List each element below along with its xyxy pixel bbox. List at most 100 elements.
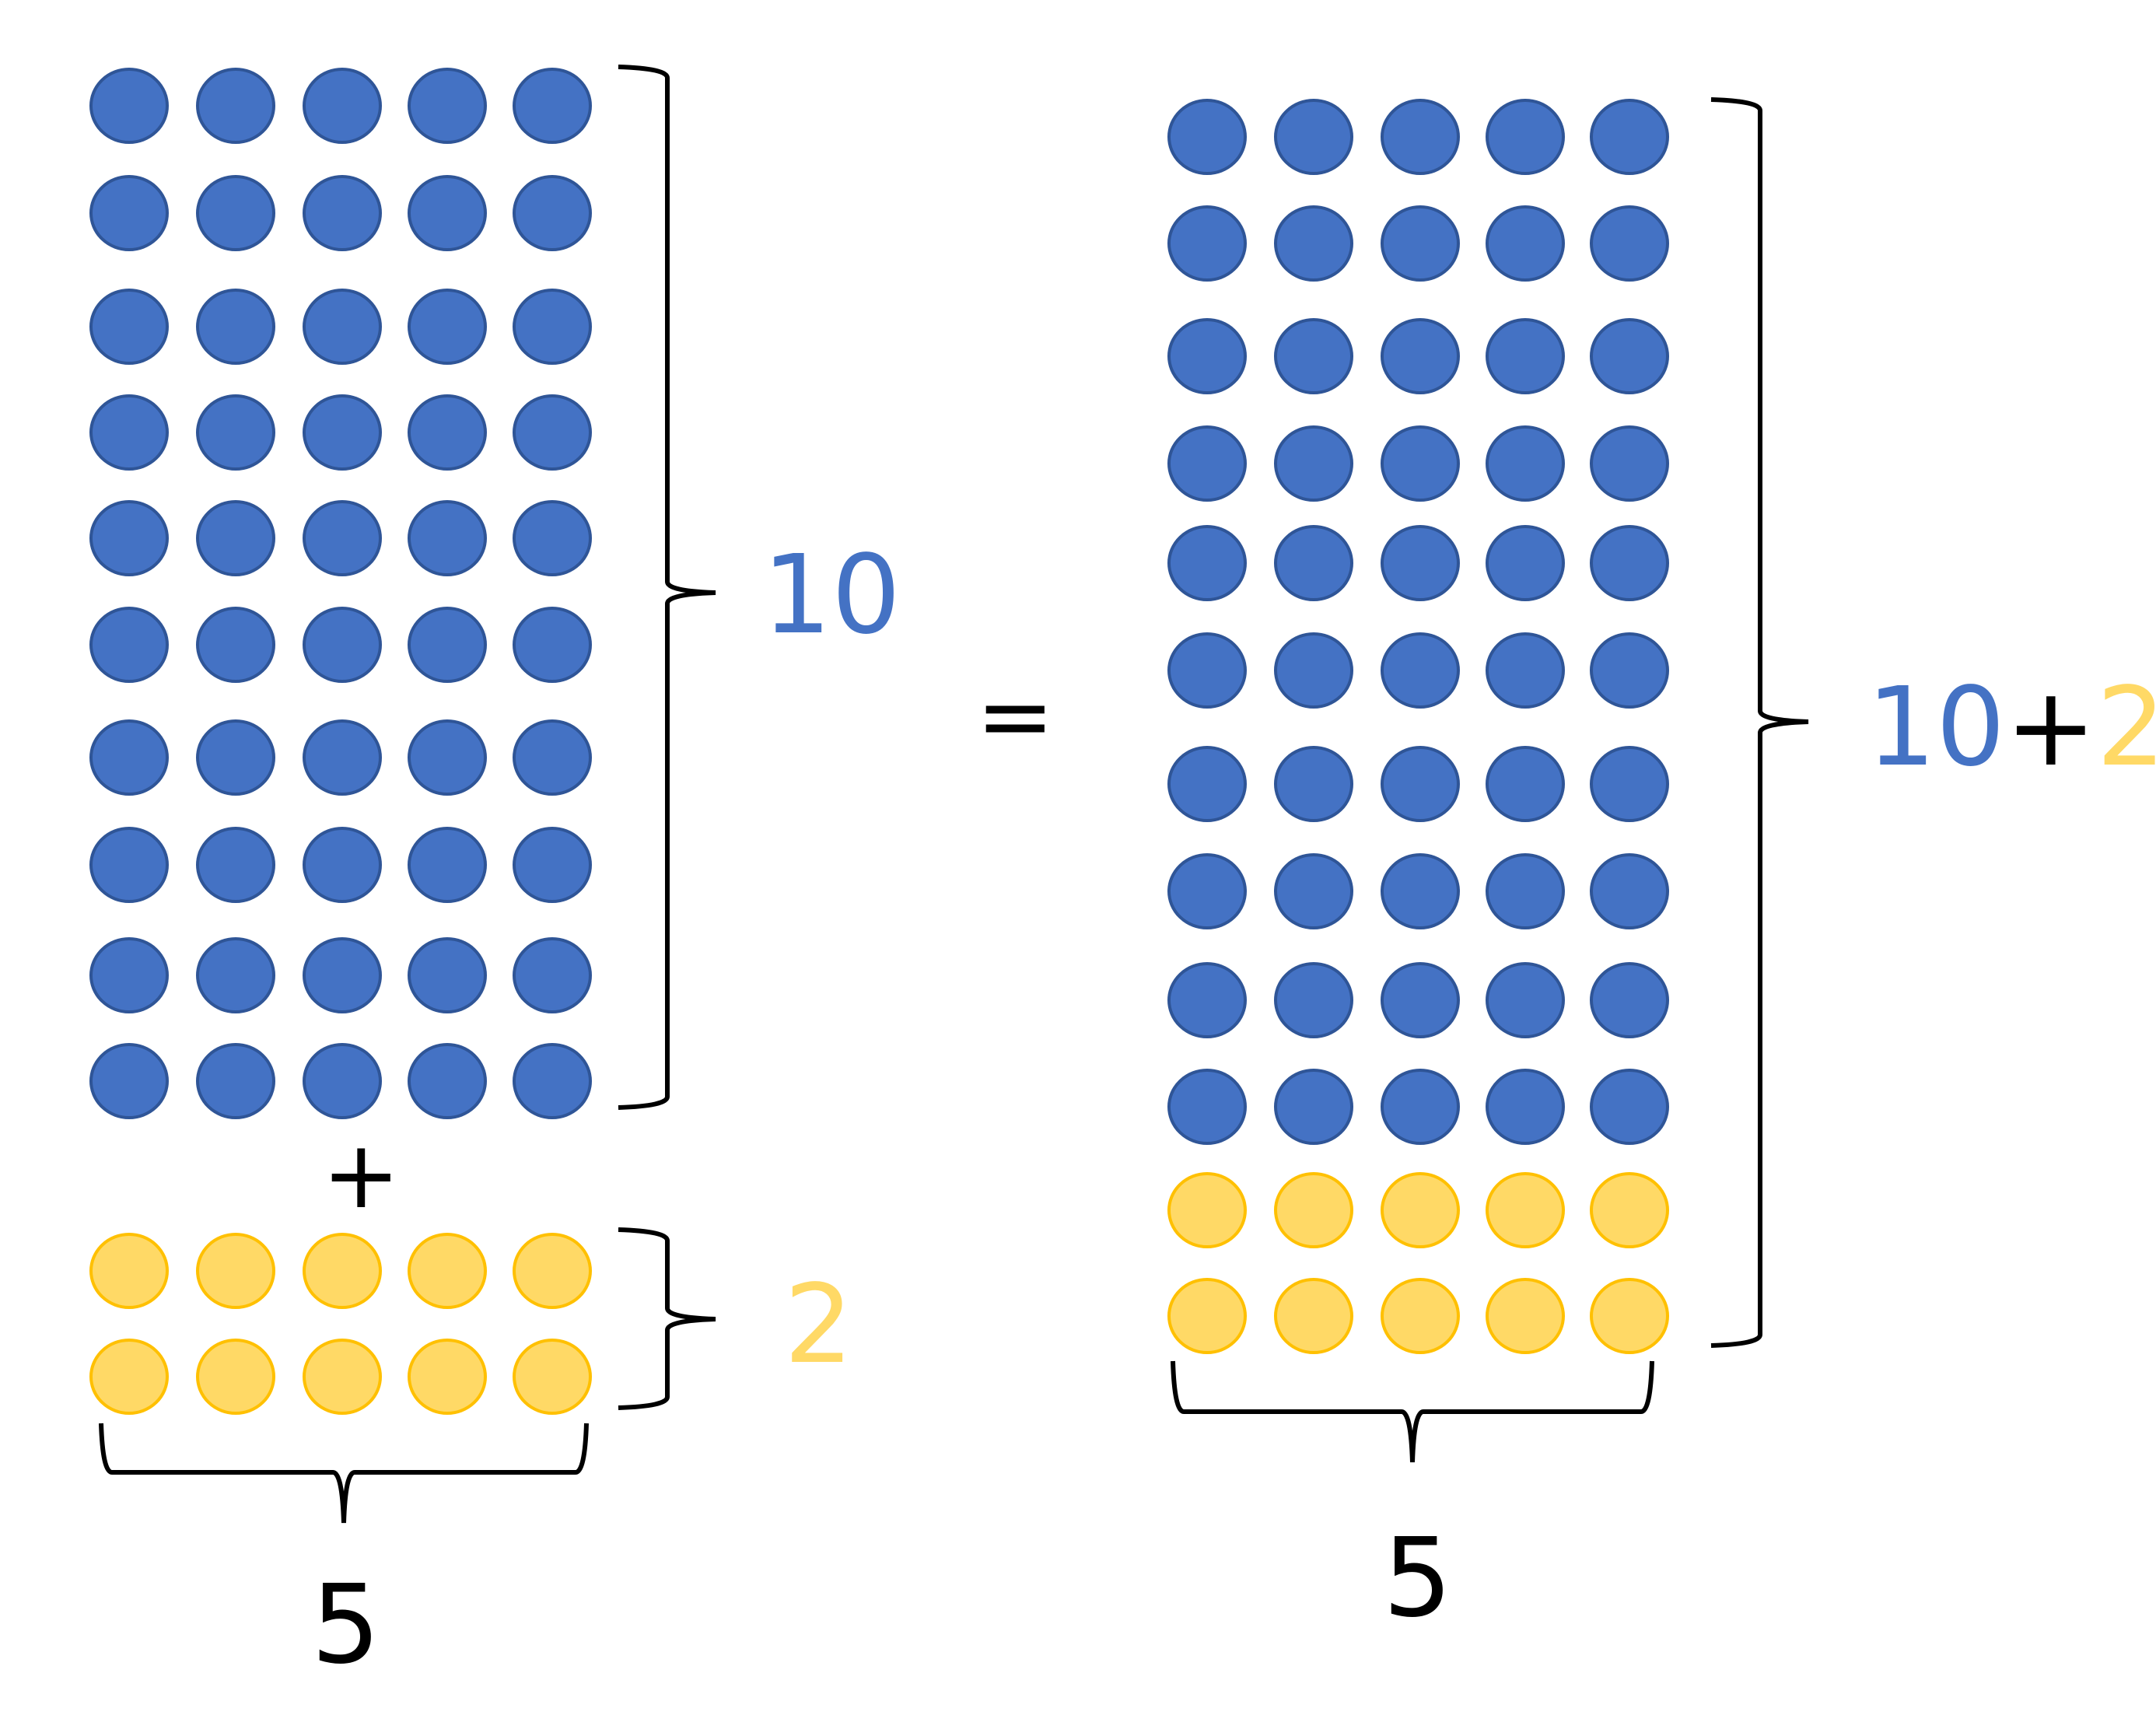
right-blue-dot: [1274, 962, 1353, 1038]
left-blue-dot: [408, 719, 487, 796]
left-yellow-dot: [303, 1233, 382, 1309]
right-blue-dot: [1167, 746, 1247, 822]
right-blue-dot: [1381, 525, 1460, 601]
left-blue-dot: [196, 289, 275, 365]
left-blue-dot: [513, 827, 592, 903]
right-blue-dot: [1167, 318, 1247, 394]
left-blue-dot: [89, 1043, 169, 1119]
left-yellow-dot: [89, 1233, 169, 1309]
right-blue-dot: [1486, 746, 1565, 822]
right-five-label: 5: [1383, 1515, 1453, 1642]
right-blue-dot: [1486, 632, 1565, 709]
left-blue-dot: [89, 827, 169, 903]
left-blue-dot: [513, 394, 592, 471]
left-yellow-dot: [513, 1339, 592, 1415]
left-blue-dot: [196, 1043, 275, 1119]
equals-sign: =: [976, 663, 1055, 771]
sum-label-yellow: 2: [2096, 664, 2156, 791]
left-blue-dot: [196, 719, 275, 796]
left-blue-dot: [408, 827, 487, 903]
right-blue-dot: [1590, 632, 1669, 709]
left-blue-dot: [303, 1043, 382, 1119]
left-five-bracket: [99, 1423, 589, 1524]
right-blue-dot: [1274, 318, 1353, 394]
right-total-bracket: [1710, 97, 1809, 1348]
right-blue-dot: [1486, 1069, 1565, 1145]
right-yellow-dot: [1381, 1278, 1460, 1354]
right-yellow-dot: [1486, 1278, 1565, 1354]
right-blue-dot: [1590, 99, 1669, 175]
left-blue-dot: [89, 937, 169, 1013]
left-blue-dot: [89, 394, 169, 471]
left-blue-dot: [303, 500, 382, 576]
left-dot-array: [89, 68, 592, 1415]
right-blue-dot: [1167, 99, 1247, 175]
left-yellow-dot: [89, 1339, 169, 1415]
left-blue-dot: [196, 175, 275, 251]
right-blue-dot: [1590, 525, 1669, 601]
left-blue-dot: [196, 607, 275, 683]
left-blue-dot: [408, 289, 487, 365]
right-dot-array: [1167, 99, 1669, 1354]
right-yellow-dot: [1274, 1278, 1353, 1354]
left-blue-dot: [89, 607, 169, 683]
right-blue-dot: [1590, 1069, 1669, 1145]
right-blue-dot: [1167, 853, 1247, 929]
right-blue-dot: [1167, 425, 1247, 502]
plus-sign: +: [322, 1122, 401, 1230]
left-yellow-dot: [303, 1339, 382, 1415]
right-blue-dot: [1274, 205, 1353, 282]
left-blue-dot: [89, 719, 169, 796]
right-blue-dot: [1381, 1069, 1460, 1145]
left-blue-dot: [513, 937, 592, 1013]
right-blue-dot: [1381, 632, 1460, 709]
left-blue-dot: [513, 607, 592, 683]
right-blue-dot: [1486, 425, 1565, 502]
left-yellow-dot: [196, 1233, 275, 1309]
right-yellow-dot: [1381, 1172, 1460, 1248]
right-blue-dot: [1590, 746, 1669, 822]
left-blue-dot: [408, 500, 487, 576]
right-blue-dot: [1381, 318, 1460, 394]
right-yellow-dot: [1590, 1278, 1669, 1354]
left-blue-dot: [513, 175, 592, 251]
left-blue-dot: [303, 175, 382, 251]
left-blue-dot: [196, 500, 275, 576]
left-blue-dot: [513, 719, 592, 796]
right-blue-dot: [1167, 205, 1247, 282]
right-blue-dot: [1274, 99, 1353, 175]
left-blue-dot: [89, 175, 169, 251]
right-blue-dot: [1486, 525, 1565, 601]
left-blue-dot: [303, 937, 382, 1013]
left-blue-dot: [513, 500, 592, 576]
right-blue-dot: [1381, 425, 1460, 502]
right-blue-dot: [1274, 632, 1353, 709]
right-sum-label: 10+2: [1867, 674, 2156, 782]
right-yellow-dot: [1274, 1172, 1353, 1248]
right-blue-dot: [1381, 853, 1460, 929]
left-blue-dot: [408, 68, 487, 144]
right-blue-dot: [1486, 205, 1565, 282]
right-blue-dot: [1486, 318, 1565, 394]
right-blue-dot: [1274, 746, 1353, 822]
left-two-label: 2: [784, 1262, 854, 1388]
left-yellow-dot: [408, 1339, 487, 1415]
right-blue-dot: [1381, 99, 1460, 175]
right-yellow-dot: [1167, 1278, 1247, 1354]
left-blue-dot: [408, 937, 487, 1013]
right-blue-dot: [1167, 632, 1247, 709]
right-blue-dot: [1381, 962, 1460, 1038]
left-blue-dot: [303, 827, 382, 903]
left-blue-dot: [303, 607, 382, 683]
left-blue-dot: [513, 289, 592, 365]
right-blue-dot: [1274, 425, 1353, 502]
left-blue-dot: [196, 937, 275, 1013]
right-blue-dot: [1274, 1069, 1353, 1145]
left-blue-dot: [303, 68, 382, 144]
right-blue-dot: [1381, 205, 1460, 282]
left-blue-dot: [303, 394, 382, 471]
left-blue-dot: [303, 289, 382, 365]
right-yellow-dot: [1486, 1172, 1565, 1248]
left-blue-dot: [89, 289, 169, 365]
